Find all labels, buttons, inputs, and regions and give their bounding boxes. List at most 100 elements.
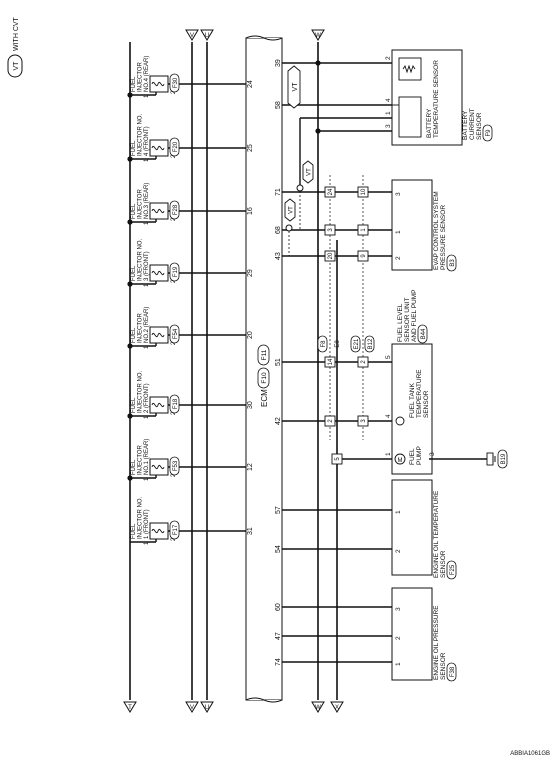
fuel-level-name-2: SENSOR UNIT: [404, 298, 411, 342]
batt-pin-3: 3: [385, 124, 392, 128]
fuel-pin-5: 5: [385, 355, 392, 359]
injector-name-line: FUEL: [131, 140, 137, 156]
ecm-label: ECM: [260, 389, 269, 407]
jc-f8-pin-14: 14: [328, 358, 334, 365]
joint-connector-dashes: [329, 175, 364, 440]
terminal-label-top-u: U: [205, 33, 209, 39]
joint-connector-pins: 24 3 20 14 2 10 1 9 2 3 5: [324, 186, 369, 465]
ecm-pin-left: 29: [247, 269, 254, 277]
vt-tag-evap: VT: [307, 168, 313, 176]
right-wiring: [282, 62, 487, 663]
eot-pin-2: 2: [395, 549, 402, 553]
terminal-label-bottom-v: V: [190, 705, 194, 711]
fuel-pin-3: 3: [429, 452, 436, 456]
battery-sensor-name-2: CURRENT: [469, 108, 476, 140]
eop-pin-3: 3: [395, 607, 402, 611]
fuel-injector-4: [127, 326, 246, 349]
ecm-pin-43: 43: [275, 252, 282, 260]
splice-dot: [127, 92, 133, 98]
injector-name-line: INJECTOR: [138, 61, 144, 92]
injector-name-line: 2 (FRONT): [144, 383, 150, 413]
jc-e21-label: E21: [354, 338, 360, 349]
battery-sensor-connector: F9: [486, 129, 492, 137]
fuel-injector-3: [127, 396, 246, 419]
terminal-label-top-w: W: [315, 33, 321, 39]
splice-dot: [127, 343, 133, 349]
jc-pin-5: 5: [335, 457, 341, 461]
fuel-injector-6: [127, 202, 246, 225]
injector-name-line: FUEL: [131, 76, 137, 92]
evap-pin-2: 2: [395, 256, 402, 260]
injector-connector: F54: [173, 328, 179, 339]
terminal-label-bottom-u: U: [205, 705, 209, 711]
ecm-pin-42: 42: [275, 417, 282, 425]
eop-name-1: ENGINE OIL PRESSURE: [433, 605, 440, 680]
ecm-pin-left: 12: [247, 463, 254, 471]
eot-name-1: ENGINE OIL TEMPERATURE: [433, 490, 440, 578]
joint-connector-ids: F8 E8 E21 B12: [317, 335, 375, 353]
ground-connector: B19: [501, 453, 507, 464]
injector-name-line: FUEL: [131, 265, 137, 281]
jc-f8-pin-24: 24: [328, 188, 334, 195]
fuel-injector-2: [127, 458, 246, 481]
injector-name-line: INJECTOR NO.: [138, 496, 144, 539]
evap-name-2: PRESSURE SENSOR: [440, 205, 447, 270]
injector-connector: F19: [173, 266, 179, 277]
battery-sensor-name-3: SENSOR: [476, 112, 483, 140]
injector-pin-1: 1: [144, 283, 150, 287]
jc-e21-pin-3: 3: [361, 419, 367, 423]
rails: [129, 42, 338, 700]
eot-name-2: SENSOR: [440, 550, 447, 578]
injector-name-line: FUEL: [131, 523, 137, 539]
terminal-label-bottom-w: W: [315, 705, 321, 711]
eot-connector: F25: [450, 564, 456, 575]
injector-pin-1: 1: [144, 415, 150, 419]
evap-name-1: EVAP CONTROL SYSTEM: [433, 191, 440, 270]
fuel-pin-1: 1: [385, 452, 392, 456]
battery-temp-name-1: BATTERY: [426, 108, 433, 138]
fuel-pump-symbol: [394, 416, 406, 465]
injector-pin-1: 1: [144, 221, 150, 225]
jc-f8-pin-3: 3: [328, 228, 334, 232]
ecm-pin-57: 57: [275, 506, 282, 514]
eot-pin-1: 1: [395, 510, 402, 514]
splice-dot: [127, 281, 133, 287]
fuel-temp-name-2: TEMPERATURE: [416, 369, 423, 418]
vt-tags: VT VT VT: [284, 65, 314, 222]
fuel-injector-8: [127, 75, 246, 98]
evap-pin-3: 3: [395, 192, 402, 196]
injector-name-line: FUEL: [131, 203, 137, 219]
vt-dashed: [288, 191, 301, 256]
battery-temp-name-2: TEMPERATURE SENSOR: [433, 60, 440, 138]
ecm-connector-f11: F11: [261, 349, 268, 360]
evap-connector: B3: [450, 259, 456, 267]
fuel-pump-icon: M: [398, 458, 403, 464]
splice-dot: [127, 156, 133, 162]
ecm-pin-47: 47: [275, 632, 282, 640]
injector-name-line: INJECTOR NO.: [138, 238, 144, 281]
batt-pin-4: 4: [385, 98, 392, 102]
eop-pin-2: 2: [395, 636, 402, 640]
jc-b12-label: B12: [368, 338, 374, 349]
injector-connector: F28: [173, 204, 179, 215]
jc-e21-pin-10: 10: [361, 188, 367, 195]
injector-name-line: FUEL: [131, 397, 137, 413]
injector-pin-1: 1: [144, 94, 150, 98]
ecm-pin-58: 58: [275, 101, 282, 109]
ecm-pin-left: 30: [247, 401, 254, 409]
battery-sensor-name-1: BATTERY: [462, 110, 469, 140]
ecm-connector-f10: F10: [261, 372, 268, 384]
ecm-pin-left: 20: [247, 331, 254, 339]
jc-e21-pin-9: 9: [361, 254, 367, 258]
eop-connector: F38: [450, 666, 456, 677]
fuel-injector-1: [130, 522, 246, 543]
injector-name-line: 1 (FRONT): [144, 509, 150, 539]
fuel-level-name-3: AND FUEL PUMP: [411, 290, 418, 343]
battery-sensor-internal: [392, 57, 422, 138]
legend: VT WITH CVT: [7, 16, 23, 78]
fuel-level-name-1: FUEL LEVEL: [397, 303, 404, 342]
ecm-pin-51: 51: [275, 358, 282, 366]
component-labels: BATTERY CURRENT SENSOR F9 BATTERY TEMPER…: [397, 60, 493, 682]
vt-open-circles: [285, 184, 304, 232]
